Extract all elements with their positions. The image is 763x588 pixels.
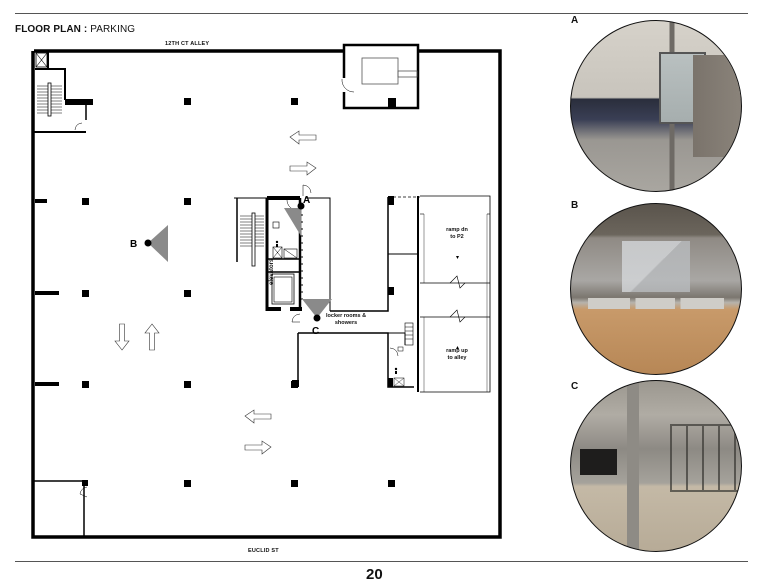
locker-room-walls <box>291 196 420 388</box>
page-number: 20 <box>366 566 383 583</box>
page-title: FLOOR PLAN : PARKING <box>15 24 135 35</box>
ramp-up-label: ramp up to alley <box>441 348 473 362</box>
photo-label-b: B <box>571 200 579 211</box>
ramp-down-label: ramp dn to P2 <box>441 227 473 241</box>
ramp-down-line2: to P2 <box>450 234 464 240</box>
arrow-down-icon <box>114 323 130 351</box>
ramp-up-line1: ramp up <box>446 348 468 354</box>
view-point-b <box>144 239 152 247</box>
arrow-left-icon <box>244 130 317 424</box>
photo-a-restroom <box>570 20 742 192</box>
central-core <box>234 184 331 311</box>
locker-rooms-line2: showers <box>334 320 358 326</box>
locker-rooms-line1: locker rooms & <box>326 313 367 319</box>
elevators-label: elevators <box>269 258 275 285</box>
northwest-stair-core <box>34 51 93 133</box>
view-cone-c <box>302 299 332 318</box>
view-cone-b <box>148 225 168 262</box>
ramp-up-line2: to alley <box>447 355 467 361</box>
marker-label-a: A <box>303 195 310 206</box>
arrow-right-icon <box>244 161 317 455</box>
southwest-room <box>34 480 88 537</box>
marker-label-b: B <box>130 239 137 250</box>
view-markers <box>144 202 332 322</box>
west-wall-stubs <box>35 199 59 386</box>
view-point-c <box>313 314 321 322</box>
bottom-rule <box>15 561 748 562</box>
view-point-a <box>297 202 305 210</box>
top-rule <box>15 13 748 14</box>
photo-c-bike-racks <box>570 380 742 552</box>
arrow-up-icon <box>144 323 160 351</box>
ramps <box>417 195 491 393</box>
north-mechanical-room <box>341 43 420 110</box>
view-cone-a <box>284 208 301 236</box>
accessible-icon <box>275 240 398 374</box>
photo-label-c: C <box>571 381 579 392</box>
structural-columns <box>82 98 395 487</box>
marker-label-c: C <box>312 326 319 337</box>
south-street-label: EUCLID ST <box>248 548 279 554</box>
outer-walls <box>31 49 502 539</box>
photo-b-parking-stackers <box>570 203 742 375</box>
page-title-bold: FLOOR PLAN : <box>15 24 88 35</box>
page-title-light: PARKING <box>87 24 136 35</box>
photo-label-a: A <box>571 15 579 26</box>
north-street-label: 12TH CT ALLEY <box>165 41 210 47</box>
locker-rooms-label: locker rooms & showers <box>326 313 366 327</box>
ramp-down-line1: ramp dn <box>446 227 468 233</box>
